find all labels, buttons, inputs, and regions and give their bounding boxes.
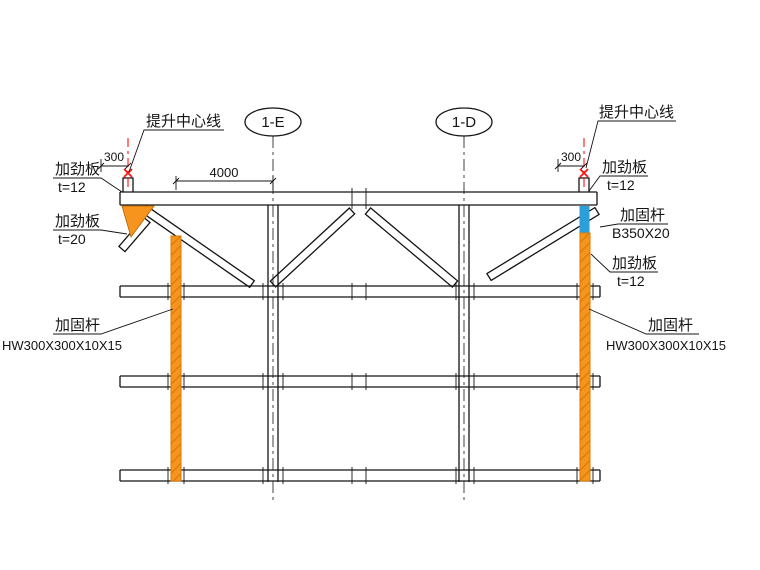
top-chord-outline: [119, 191, 598, 206]
dimension-300-left: 300: [97, 150, 132, 172]
label-stiffener-top-right-spec: t=12: [607, 177, 635, 193]
beam-level-3: [119, 373, 601, 390]
dimension-300-right: 300: [554, 150, 588, 172]
leader-stiffener-lower-left: [53, 229, 128, 235]
grid-bubble-ellipse: [435, 107, 493, 137]
label-rod-right-name: 加固杆: [648, 317, 693, 334]
leader-lift-center-right: [585, 120, 676, 169]
leader-brace-right: [599, 223, 668, 228]
top-chord-splice-ticks: [351, 188, 367, 209]
reinforcement-rod-left: [170, 235, 182, 482]
leader-stiffener-top-left: [53, 177, 123, 193]
label-stiffener-top-left-spec: t=12: [58, 179, 86, 195]
dimension-ticks: [172, 177, 277, 185]
label-rod-left-spec: HW300X300X10X15: [2, 338, 122, 353]
top-chord: [119, 177, 598, 209]
label-stiffener-mid-right-name: 加劲板: [612, 254, 657, 272]
dimension-span-4000: 4000: [172, 165, 277, 190]
label-stiffener-top-left-name: 加劲板: [55, 160, 100, 178]
label-stiffener-lower-left-spec: t=20: [58, 231, 86, 247]
dimension-300-left-value: 300: [104, 150, 124, 164]
label-brace-right-name: 加固杆: [620, 207, 665, 224]
leader-stiffener-mid-right: [590, 253, 658, 273]
grid-bubble-1e: 1-E: [244, 107, 302, 137]
label-lift-center-left: 提升中心线: [146, 113, 221, 130]
dimension-lines: [175, 176, 274, 190]
diagonal-brace-3: [364, 206, 459, 289]
beam-connection-ticks: [167, 373, 594, 390]
beam-outline: [119, 285, 601, 298]
leader-lift-center-left: [128, 129, 224, 173]
beam-level-2: [119, 283, 601, 300]
grid-bubble-1d: 1-D: [435, 107, 493, 137]
dimension-ticks: [97, 162, 132, 170]
grid-centerlines: [272, 136, 465, 502]
diagonal-brace-1: [140, 204, 256, 289]
beam-outline: [119, 375, 601, 388]
beam-outline: [119, 469, 601, 482]
lift-point-x-marks: [123, 168, 589, 178]
label-rod-right-spec: HW300X300X10X15: [606, 338, 726, 353]
beam-connection-ticks: [167, 467, 594, 484]
post-left: [267, 205, 279, 482]
end-plate-blue: [579, 206, 590, 233]
diagonal-brace-4: [486, 206, 600, 282]
label-stiffener-mid-right-spec: t=12: [617, 273, 645, 289]
diagonal-brace-2: [269, 207, 356, 288]
leader-rod-left: [53, 308, 174, 335]
label-lift-center-right: 提升中心线: [599, 104, 674, 121]
reinforcement-rod-right: [579, 232, 591, 482]
lift-centerlines-red: [127, 138, 585, 191]
label-brace-right-spec: B350X20: [612, 225, 670, 241]
dimension-span-value: 4000: [210, 165, 239, 180]
grid-bubble-1d-label: 1-D: [452, 114, 476, 131]
leader-rod-right: [588, 308, 699, 335]
label-stiffener-top-right-name: 加劲板: [602, 158, 647, 176]
post-right: [458, 205, 470, 482]
leader-stiffener-top-right: [588, 175, 648, 192]
dimension-ticks: [554, 162, 588, 170]
grid-bubble-1e-label: 1-E: [261, 114, 284, 131]
label-stiffener-lower-left-name: 加劲板: [55, 212, 100, 230]
grid-bubble-ellipse: [244, 107, 302, 137]
beam-connection-ticks: [167, 283, 594, 300]
dimension-300-right-value: 300: [561, 150, 581, 164]
beam-level-4: [119, 467, 601, 484]
label-rod-left-name: 加固杆: [55, 317, 100, 334]
diagonal-stub-left: [117, 216, 151, 253]
gusset-triangle-left: [121, 205, 155, 238]
